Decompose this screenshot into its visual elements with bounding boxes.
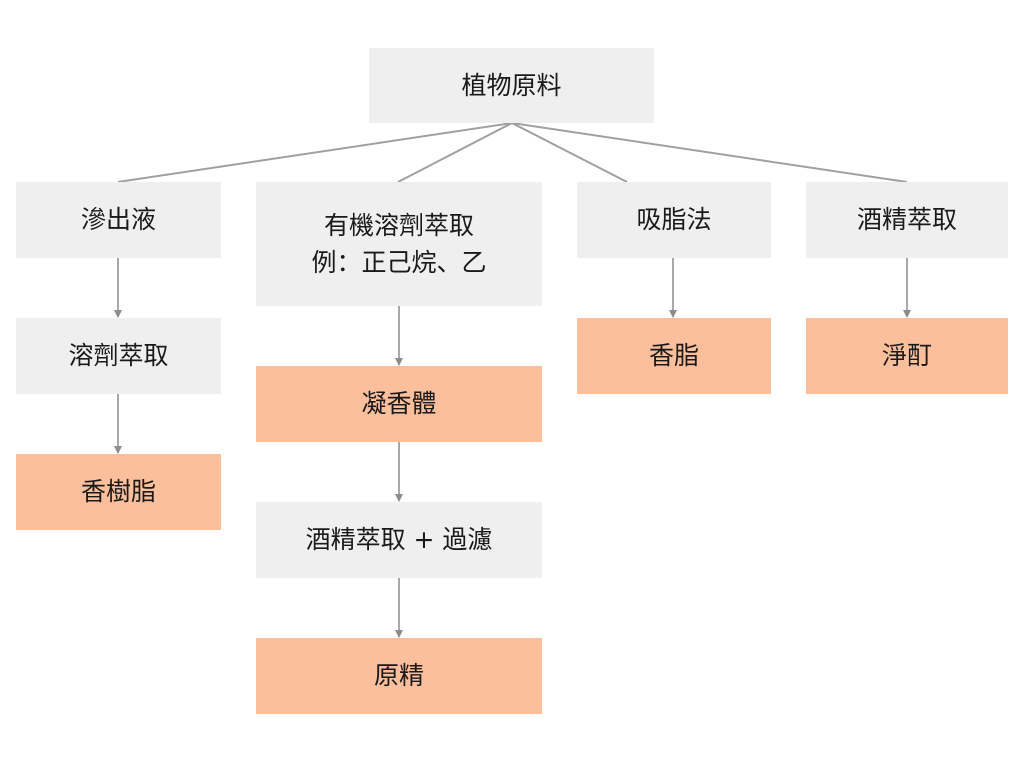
branch-2-step-3-node: 原精 — [256, 638, 542, 714]
branch-3-step-1-label: 香脂 — [648, 341, 699, 371]
branch-1-method-label: 滲出液 — [80, 205, 156, 235]
root-node: 植物原料 — [369, 48, 654, 123]
connector-root-to-branch-2 — [397, 122, 513, 183]
branch-1-step-2-node: 香樹脂 — [16, 454, 221, 530]
branch-2-method-line-2: 例：正己烷、乙 — [311, 248, 487, 277]
branch-2-method-node: 有機溶劑萃取 例：正己烷、乙 — [256, 182, 542, 306]
root-label: 植物原料 — [461, 70, 562, 100]
branch-1-step-1-label: 溶劑萃取 — [68, 341, 169, 371]
connector-root-to-branch-1 — [117, 122, 513, 183]
branch-4-step-1-label: 淨酊 — [881, 341, 932, 371]
branch-4-method-label: 酒精萃取 — [856, 205, 957, 235]
branch-2-method-line-1: 有機溶劑萃取 — [323, 210, 474, 240]
branch-2-step-1-label: 凝香體 — [361, 389, 437, 419]
branch-2-step-2-label: 酒精萃取 + 過濾 — [305, 525, 493, 555]
connector-root-to-branch-3 — [511, 122, 628, 183]
branch-2-step-1-node: 凝香體 — [256, 366, 542, 442]
branch-2-step-3-label: 原精 — [373, 661, 424, 691]
branch-1-method-node: 滲出液 — [16, 182, 221, 258]
connector-root-to-branch-4 — [511, 122, 908, 183]
branch-4-step-1-node: 淨酊 — [806, 318, 1008, 394]
branch-3-method-label: 吸脂法 — [636, 205, 712, 235]
branch-2-step-2-node: 酒精萃取 + 過濾 — [256, 502, 542, 578]
branch-3-step-1-node: 香脂 — [577, 318, 771, 394]
branch-3-method-node: 吸脂法 — [577, 182, 771, 258]
branch-1-step-1-node: 溶劑萃取 — [16, 318, 221, 394]
branch-1-step-2-label: 香樹脂 — [80, 477, 156, 507]
branch-4-method-node: 酒精萃取 — [806, 182, 1008, 258]
